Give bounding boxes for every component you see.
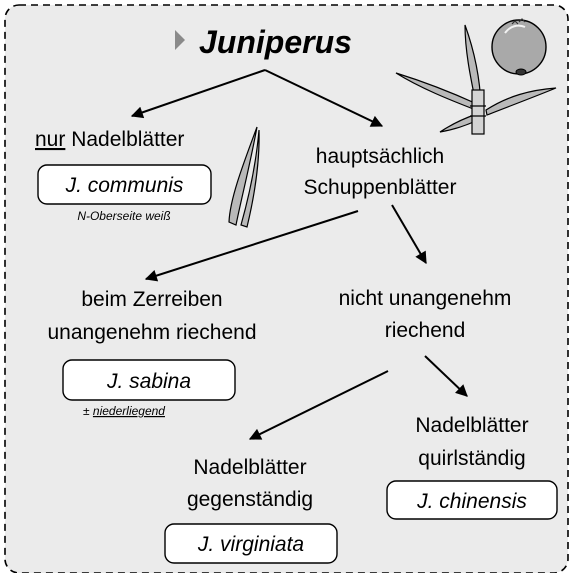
sabina-note: ± niederliegend <box>83 404 165 418</box>
species-box-sabina <box>62 359 236 401</box>
arrow-to-needles-only <box>130 69 266 119</box>
arrow-to-scale-leaves <box>264 69 384 127</box>
whorled-leaves-line1: Nadelblätter <box>415 414 528 437</box>
unpleasant-smell-line1: beim Zerreiben <box>81 288 222 311</box>
sabina-note-text: niederliegend <box>93 404 165 418</box>
whorled-leaves-line2: quirlständig <box>418 447 525 470</box>
background-panel <box>4 4 569 573</box>
opposite-leaves-line2: gegenständig <box>187 488 313 511</box>
species-chinensis: J. chinensis <box>416 490 527 513</box>
scale-leaves-line1: hauptsächlich <box>316 145 444 168</box>
needles-only-label: nur Nadelblätter <box>35 128 184 151</box>
species-box-chinensis <box>386 480 558 520</box>
whorled-shoot-illustration <box>395 24 557 135</box>
species-communis: J. communis <box>65 174 184 197</box>
not-unpleasant-line2: riechend <box>385 319 466 342</box>
scale-leaves-line2: Schuppenblätter <box>304 176 457 199</box>
needles-only-prefix: nur <box>35 128 65 151</box>
arrow-to-whorled-leaves <box>424 355 468 397</box>
species-box-communis <box>37 164 212 205</box>
not-unpleasant-line1: nicht unangenehm <box>339 287 512 310</box>
right-triangle-icon <box>175 30 185 50</box>
sabina-note-prefix: ± <box>83 404 93 418</box>
communis-note: N-Oberseite weiß <box>77 209 170 223</box>
genus-title: Juniperus <box>199 24 352 60</box>
arrow-to-unpleasant-smell <box>144 210 359 282</box>
opposite-leaves-line1: Nadelblätter <box>193 456 306 479</box>
arrow-to-opposite-leaves <box>248 370 389 440</box>
needle-leaf-illustration <box>228 126 260 228</box>
species-sabina: J. sabina <box>106 370 191 393</box>
unpleasant-smell-line2: unangenehm riechend <box>48 321 257 344</box>
species-virginiata: J. virginiata <box>197 533 304 556</box>
needles-only-rest: Nadelblätter <box>65 128 184 151</box>
species-box-virginiata <box>164 523 338 564</box>
arrow-to-not-unpleasant <box>391 204 427 265</box>
berry-illustration <box>491 18 547 76</box>
